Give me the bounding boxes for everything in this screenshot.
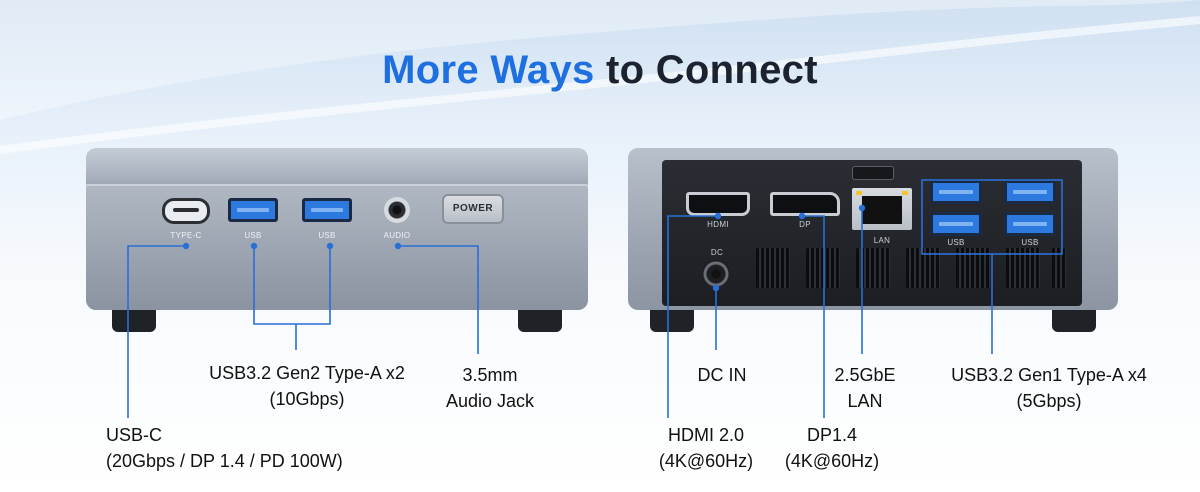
callout-detail: (4K@60Hz) <box>784 451 880 471</box>
audio-jack <box>384 197 410 223</box>
usb-a-port <box>1004 212 1056 236</box>
lock-switch <box>852 166 894 180</box>
callout-usb-c: USB-C (20Gbps / DP 1.4 / PD 100W) <box>106 422 343 474</box>
vent-grille <box>1052 248 1066 288</box>
callout-title: USB-C <box>106 425 163 445</box>
callout-detail: (20Gbps / DP 1.4 / PD 100W) <box>106 451 343 471</box>
port-label-usb: USB <box>1021 238 1039 247</box>
port-label-typec: TYPE-C <box>170 231 202 240</box>
line-audio <box>398 245 479 354</box>
port-label-dc: DC <box>710 248 724 257</box>
title-rest: to Connect <box>605 48 818 92</box>
usb-a-port <box>930 180 982 204</box>
port-label-usb: USB <box>947 238 965 247</box>
led-indicator <box>856 191 862 195</box>
device-foot <box>518 310 562 332</box>
port-label-usb: USB <box>244 231 262 240</box>
background-waves <box>0 0 1200 154</box>
title-highlight: More Ways <box>382 48 595 92</box>
callout-title: USB3.2 Gen1 Type-A x4 <box>951 365 1147 385</box>
mini-pc-back: HDMI DP DC LAN USB USB <box>628 148 1118 332</box>
port-label-lan: LAN <box>873 236 891 245</box>
callout-detail: (5Gbps) <box>1016 391 1082 411</box>
callout-dp: DP1.4 (4K@60Hz) <box>774 422 890 474</box>
usb-a-port <box>302 198 352 222</box>
callout-dc-in: DC IN <box>682 362 762 388</box>
port-label-hdmi: HDMI <box>707 220 729 229</box>
page-title: More Ways to Connect <box>0 48 1200 93</box>
line-usbc <box>127 245 186 418</box>
line-hdmi <box>667 215 718 418</box>
line-usba-gen2 <box>253 246 331 325</box>
led-indicator <box>902 191 908 195</box>
dc-in-port <box>702 260 730 288</box>
hdmi-port <box>686 192 750 216</box>
callout-hdmi: HDMI 2.0 (4K@60Hz) <box>640 422 772 474</box>
port-label-audio: AUDIO <box>383 231 411 240</box>
callout-title: HDMI 2.0 <box>667 425 745 445</box>
usb-c-port <box>162 198 210 224</box>
callout-usba-gen1: USB3.2 Gen1 Type-A x4 (5Gbps) <box>934 362 1164 414</box>
port-label-dp: DP <box>799 220 811 229</box>
callout-detail: Audio Jack <box>445 391 535 411</box>
device-lid <box>86 148 588 188</box>
callout-detail: (10Gbps) <box>269 389 345 409</box>
vent-grille <box>756 248 790 288</box>
callout-title: USB3.2 Gen2 Type-A x2 <box>209 363 405 383</box>
callout-detail: LAN <box>847 391 883 411</box>
callout-audio-jack: 3.5mm Audio Jack <box>430 362 550 414</box>
callout-detail: (4K@60Hz) <box>658 451 754 471</box>
displayport-port <box>770 192 840 216</box>
line-dp <box>802 215 825 418</box>
vent-grille <box>806 248 840 288</box>
device-foot <box>1052 310 1096 332</box>
usb-a-port <box>930 212 982 236</box>
device-foot <box>112 310 156 332</box>
usb-a-port <box>228 198 278 222</box>
callout-lan: 2.5GbE LAN <box>828 362 902 414</box>
device-foot <box>650 310 694 332</box>
port-label-usb: USB <box>318 231 336 240</box>
callout-title: DP1.4 <box>806 425 858 445</box>
power-button[interactable]: POWER <box>442 194 504 224</box>
mini-pc-front: TYPE-C USB USB AUDIO POWER <box>86 148 588 332</box>
usb-a-port <box>1004 180 1056 204</box>
callout-usba-gen2: USB3.2 Gen2 Type-A x2 (10Gbps) <box>194 360 420 412</box>
callout-title: 3.5mm <box>462 365 518 385</box>
callout-title: DC IN <box>697 365 747 385</box>
callout-title: 2.5GbE <box>834 365 896 385</box>
line-usba-gen1-frame <box>921 179 1063 255</box>
